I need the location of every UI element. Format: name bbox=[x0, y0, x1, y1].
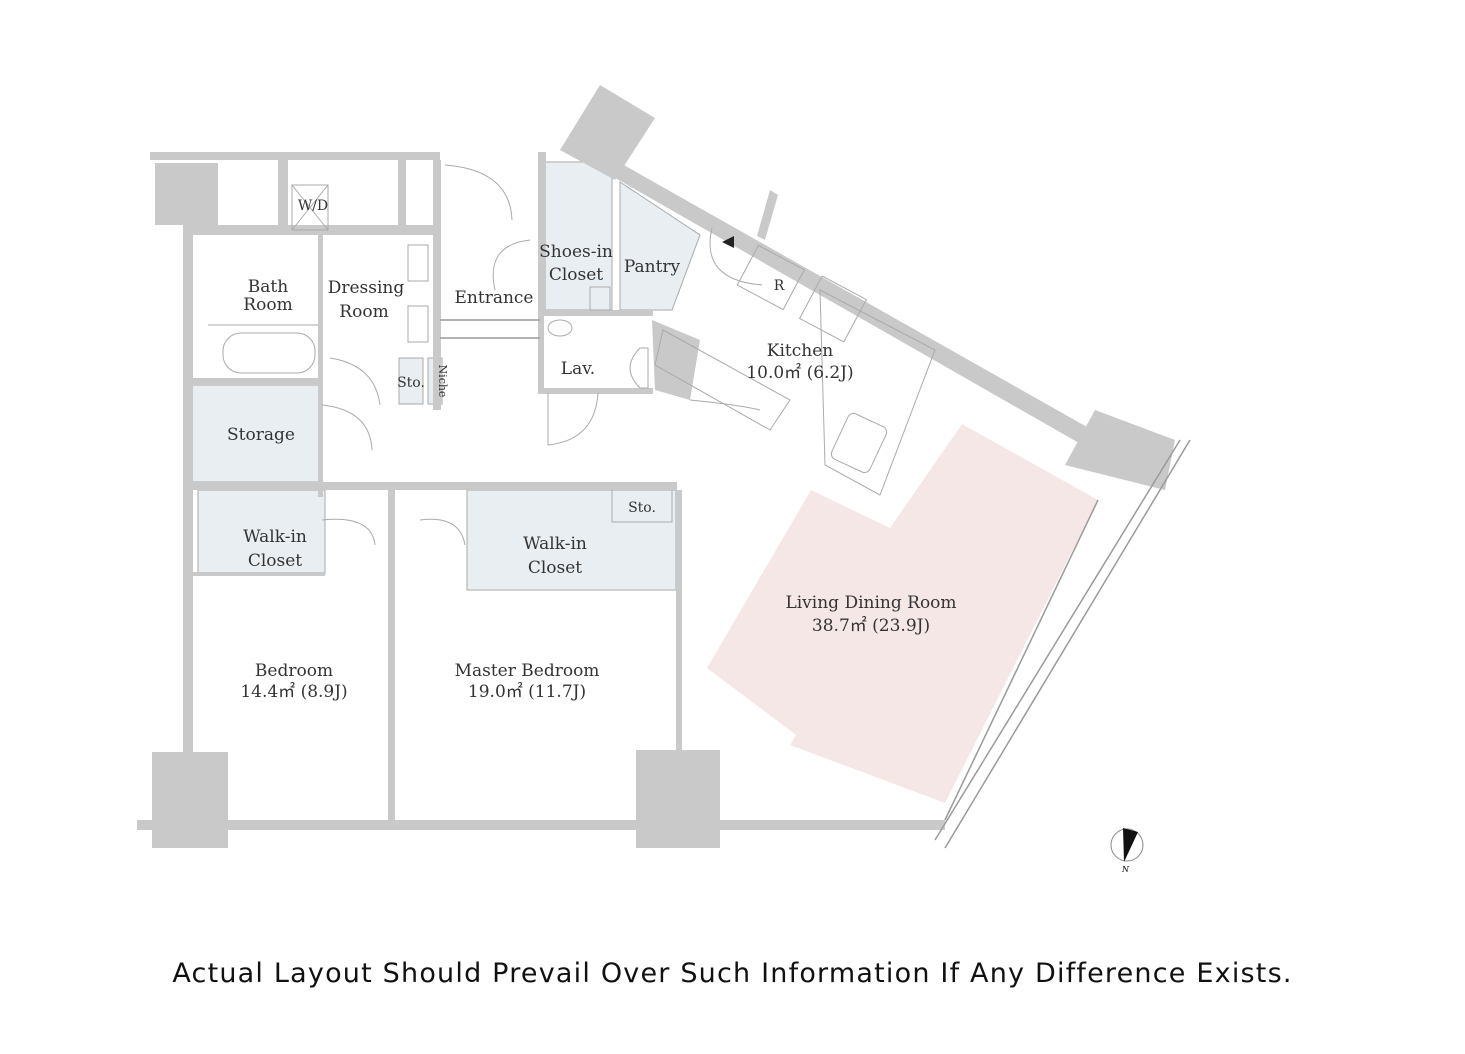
sto-small-label: Sto. bbox=[397, 375, 425, 391]
walkin-closet-2-label: Walk-in bbox=[523, 534, 587, 554]
room-labels: W/D Bath Room Dressing Room Entrance Sho… bbox=[227, 198, 957, 702]
storage-label: Storage bbox=[227, 425, 295, 445]
compass-label: N bbox=[1121, 865, 1130, 874]
walkin-closet-1-label: Walk-in bbox=[243, 527, 307, 547]
shoes-closet-label-2: Closet bbox=[549, 265, 603, 285]
interior-lines bbox=[208, 164, 1191, 849]
master-bedroom-label: Master Bedroom bbox=[455, 661, 600, 681]
walls bbox=[137, 85, 1175, 848]
ldr-floor-highlight bbox=[707, 424, 1098, 803]
bedroom-area: 14.4㎡ (8.9J) bbox=[240, 682, 347, 702]
walkin-closet-2-label-2: Closet bbox=[528, 558, 582, 578]
shoes-closet-label: Shoes-in bbox=[539, 242, 613, 262]
sto-label: Sto. bbox=[628, 500, 656, 516]
disclaimer-text: Actual Layout Should Prevail Over Such I… bbox=[172, 958, 1293, 989]
kitchen-label: Kitchen bbox=[767, 341, 833, 361]
closets bbox=[191, 161, 701, 591]
ldr-area: 38.7㎡ (23.9J) bbox=[812, 616, 930, 636]
dressing-room-label: Dressing bbox=[328, 278, 405, 298]
bath-room-label-2: Room bbox=[243, 295, 292, 315]
bath-room-label: Bath bbox=[248, 277, 288, 297]
ldr-label: Living Dining Room bbox=[785, 593, 956, 613]
entrance-label: Entrance bbox=[455, 288, 534, 308]
refrigerator-label: R bbox=[774, 278, 785, 294]
dressing-room-label-2: Room bbox=[339, 302, 388, 322]
lav-label: Lav. bbox=[561, 359, 595, 379]
walkin-closet-1-label-2: Closet bbox=[248, 551, 302, 571]
master-bedroom-area: 19.0㎡ (11.7J) bbox=[468, 682, 586, 702]
kitchen-area: 10.0㎡ (6.2J) bbox=[746, 363, 853, 383]
bedroom-label: Bedroom bbox=[255, 661, 333, 681]
pantry-label: Pantry bbox=[624, 257, 681, 277]
wd-label: W/D bbox=[298, 198, 328, 214]
north-compass-icon: N bbox=[1110, 828, 1144, 874]
niche-label: Niche bbox=[436, 365, 449, 398]
